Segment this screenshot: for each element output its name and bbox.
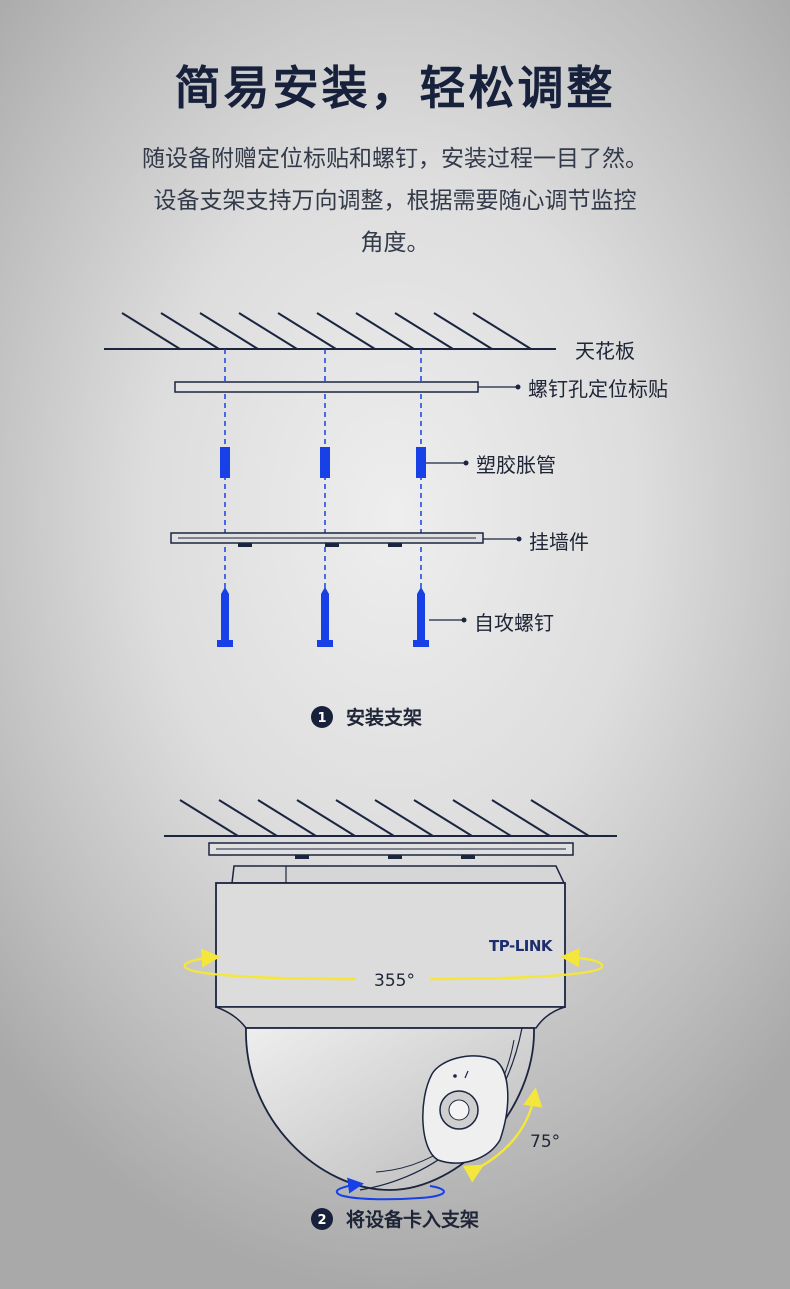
mounted-bracket (208, 842, 574, 859)
step2-number-badge (311, 1208, 333, 1230)
camera-dome (245, 1027, 535, 1191)
screws (217, 587, 429, 647)
guide-lines (224, 349, 422, 640)
step2-diagram: TP-LINK 355° 75° 2 将设备卡 (164, 799, 617, 1231)
camera-body: TP-LINK (215, 865, 566, 1029)
pan-rotation-arrow (183, 947, 604, 981)
ceiling-hatch-2 (164, 799, 617, 837)
step1-number: 1 (317, 711, 326, 726)
description-line-2: 设备支架支持万向调整，根据需要随心调节监控 (153, 188, 637, 214)
pan-angle: 355° (374, 971, 415, 991)
step1-diagram: 天花板 螺钉孔定位标贴 塑胶胀管 挂墙件 (104, 312, 668, 729)
label-screw: 自攻螺钉 (474, 611, 554, 635)
step2-number: 2 (317, 1213, 326, 1228)
bracket (170, 532, 484, 547)
step1-number-badge (311, 706, 333, 728)
bottom-rotation-arrow (335, 1177, 445, 1201)
brand-logo: TP-LINK (489, 937, 554, 955)
label-ceiling: 天花板 (575, 339, 635, 363)
tilt-angle: 75° (530, 1132, 560, 1152)
description-line-1: 随设备附赠定位标贴和螺钉，安装过程一目了然。 (142, 146, 648, 172)
description: 随设备附赠定位标贴和螺钉，安装过程一目了然。 设备支架支持万向调整，根据需要随心… (95, 138, 695, 264)
tilt-rotation-arrow (462, 1087, 543, 1183)
ceiling-hatch (104, 312, 556, 350)
positioning-sticker (174, 381, 479, 393)
label-anchor: 塑胶胀管 (476, 453, 556, 477)
page-title: 简易安装，轻松调整 (174, 61, 616, 115)
step2-label: 将设备卡入支架 (346, 1208, 479, 1231)
description-line-3: 角度。 (360, 230, 430, 256)
wall-anchors (220, 447, 426, 478)
step1-label: 安装支架 (346, 706, 422, 729)
label-sticker: 螺钉孔定位标贴 (528, 377, 668, 401)
label-bracket: 挂墙件 (529, 530, 589, 554)
